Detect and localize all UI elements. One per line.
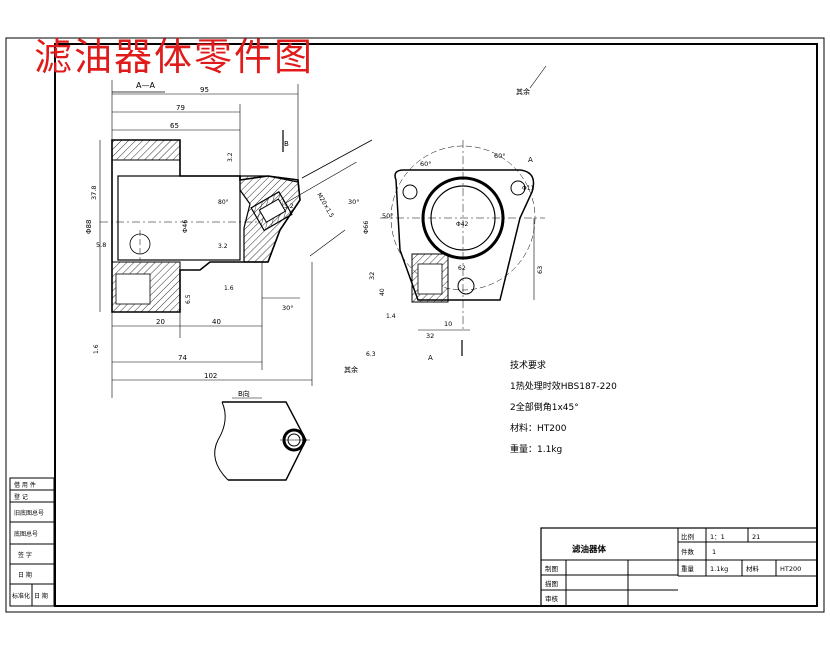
notes-line-1: 1热处理时效HBS187-220 <box>510 380 617 392</box>
dim-32-b: 32 <box>426 332 434 340</box>
view-a-label: A <box>428 354 433 362</box>
dim-37-8: 37.8 <box>90 186 98 200</box>
dim-6-2: 62 <box>458 265 466 272</box>
dim-3-2c: 3.2 <box>218 243 228 250</box>
qty-value: 1 <box>712 548 716 556</box>
dim-m20: M20×1.5 <box>315 192 335 219</box>
roughness-rest: 其余 <box>516 87 530 96</box>
end-view: 60° 60° 50° Φ11 Φ42 Φ66 63 32 40 62 10 3… <box>362 140 545 362</box>
side-top-a: 借 用 件 <box>14 481 36 489</box>
dim-63: 63 <box>536 266 544 274</box>
dim-phi46: Φ46 <box>181 220 189 233</box>
dim-phi88: Φ88 <box>85 220 93 234</box>
view-b: B向 <box>214 389 310 481</box>
part-name: 滤油器体 <box>572 544 607 555</box>
dim-20: 20 <box>156 318 165 326</box>
dim-50: 50° <box>382 212 394 220</box>
scale-label: 比例 <box>681 532 694 541</box>
side-foot-left: 标准化 <box>12 592 30 600</box>
sheet-number: 21 <box>752 533 760 541</box>
dim-1-4: 1.4 <box>386 313 396 320</box>
dim-phi66: Φ66 <box>362 221 370 234</box>
side-row-3: 签 字 <box>18 551 32 559</box>
side-foot-right: 日 期 <box>34 592 48 600</box>
title-block: 滤油器体 比例 1：1 21 件数 1 重量 1.1kg 材料 HT200 制图… <box>540 527 818 607</box>
side-top-b: 登 记 <box>14 493 28 501</box>
check-label: 审核 <box>545 594 559 603</box>
dim-79: 79 <box>176 104 185 112</box>
dim-30-b: 30° <box>282 304 294 312</box>
dim-60-b: 60° <box>494 152 506 160</box>
drawing-title: 滤油器体零件图 <box>34 35 315 79</box>
roughness-rest-2: 其余 <box>344 365 358 374</box>
dim-74: 74 <box>178 354 187 362</box>
dim-60-a: 60° <box>420 160 432 168</box>
qty-label: 件数 <box>681 547 695 556</box>
material-value: HT200 <box>780 565 801 573</box>
dim-phi11: Φ11 <box>522 185 535 192</box>
notes-heading: 技术要求 <box>510 359 546 371</box>
dim-10: 10 <box>444 320 452 328</box>
drawn-label: 制图 <box>545 564 558 573</box>
dim-3-2a: 3.2 <box>227 152 234 162</box>
section-label: A—A <box>136 81 155 90</box>
dim-65: 65 <box>170 122 179 130</box>
dim-3-2b: 3.2 <box>284 203 294 210</box>
b-arrow-label: B <box>284 140 289 148</box>
notes-line-2: 2全部倒角1x45° <box>510 401 579 413</box>
dim-32: 32 <box>368 272 376 280</box>
view-a-top: A <box>528 156 533 164</box>
weight-label: 重量 <box>681 565 695 573</box>
side-table: 借 用 件 登 记 旧底图总号 底图总号 签 字 日 期 标准化 日 期 <box>9 477 55 607</box>
dim-6-5: 6.5 <box>185 294 192 304</box>
roughness-6-3: 6.3 <box>366 351 376 358</box>
dim-95: 95 <box>200 86 209 94</box>
scale-value: 1：1 <box>710 533 725 541</box>
material-label: 材料 <box>746 564 760 573</box>
inner-border <box>54 43 818 607</box>
dim-40: 40 <box>212 318 221 326</box>
dim-5-8: 5.8 <box>96 241 106 249</box>
dim-30-deg: 30° <box>348 198 360 206</box>
view-b-label: B向 <box>238 389 250 398</box>
dim-1-6-b: 1.6 <box>93 344 100 354</box>
side-row-1: 旧底图总号 <box>14 509 44 517</box>
drawn2-label: 描图 <box>545 579 558 588</box>
notes-material: 材料：HT200 <box>510 422 567 434</box>
weight-value: 1.1kg <box>710 565 728 573</box>
notes-weight: 重量：1.1kg <box>510 443 562 455</box>
section-view: A—A 95 79 65 <box>85 80 373 398</box>
dim-phi42: Φ42 <box>456 221 469 228</box>
outer-border <box>5 37 825 613</box>
dim-1-6: 1.6 <box>224 285 234 292</box>
dim-102: 102 <box>204 372 217 380</box>
side-row-4: 日 期 <box>18 571 32 579</box>
side-row-2: 底图总号 <box>14 530 38 538</box>
dim-80: 80° <box>218 199 229 206</box>
technical-notes: 技术要求 1热处理时效HBS187-220 2全部倒角1x45° 材料：HT20… <box>510 359 617 455</box>
dim-40-b: 40 <box>379 288 386 296</box>
